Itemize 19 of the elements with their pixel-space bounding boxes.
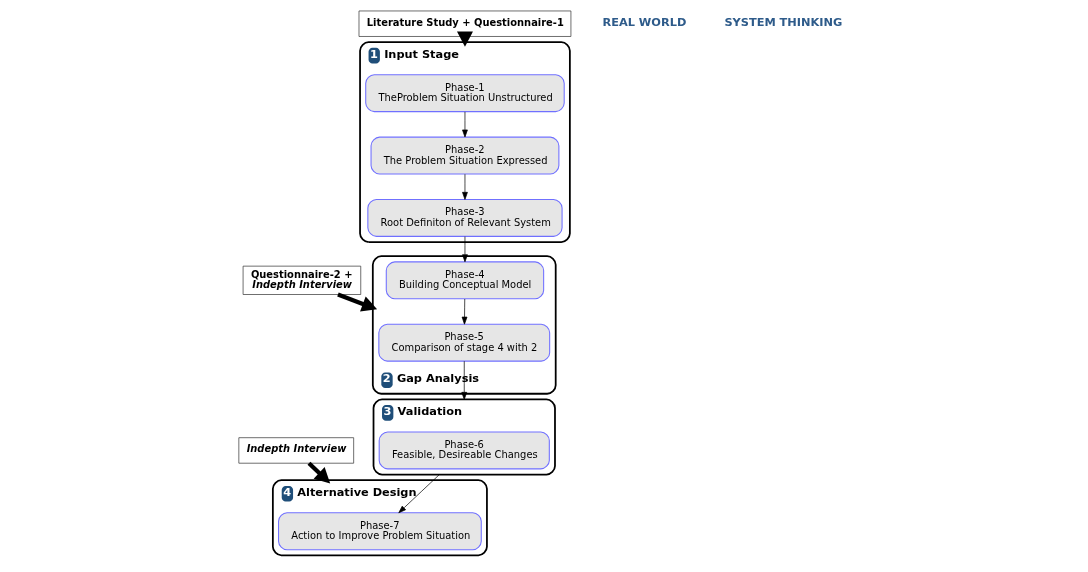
arrow bbox=[398, 474, 440, 514]
label: SYSTEM THINKING bbox=[724, 14, 843, 29]
arrow bbox=[462, 111, 468, 138]
node-box: Phase-7 Action to Improve Problem Situation bbox=[278, 512, 482, 551]
node-box: Phase-4 Building Conceptual Model bbox=[385, 261, 545, 300]
arrow bbox=[337, 292, 378, 312]
label: REAL WORLD bbox=[602, 14, 687, 29]
arrow bbox=[462, 236, 468, 263]
arrow bbox=[461, 298, 468, 325]
node-box: Phase-5 Comparison of stage 4 with 2 bbox=[378, 323, 551, 362]
arrow bbox=[461, 360, 468, 400]
arrow bbox=[462, 173, 468, 200]
arrow bbox=[457, 31, 473, 47]
node-box: Phase-6 Feasible, Desireable Changes bbox=[378, 431, 550, 470]
node-box: Phase-3 Root Definiton of Relevant System bbox=[367, 199, 563, 237]
node-box: Indepth Interview bbox=[238, 437, 355, 464]
node-box: Questionnaire-2 + Indepth Interview bbox=[242, 265, 362, 295]
node-box: Phase-2 The Problem Situation Expressed bbox=[370, 136, 560, 175]
node-box: Phase-1 TheProblem Situation Unstructured bbox=[365, 74, 565, 113]
